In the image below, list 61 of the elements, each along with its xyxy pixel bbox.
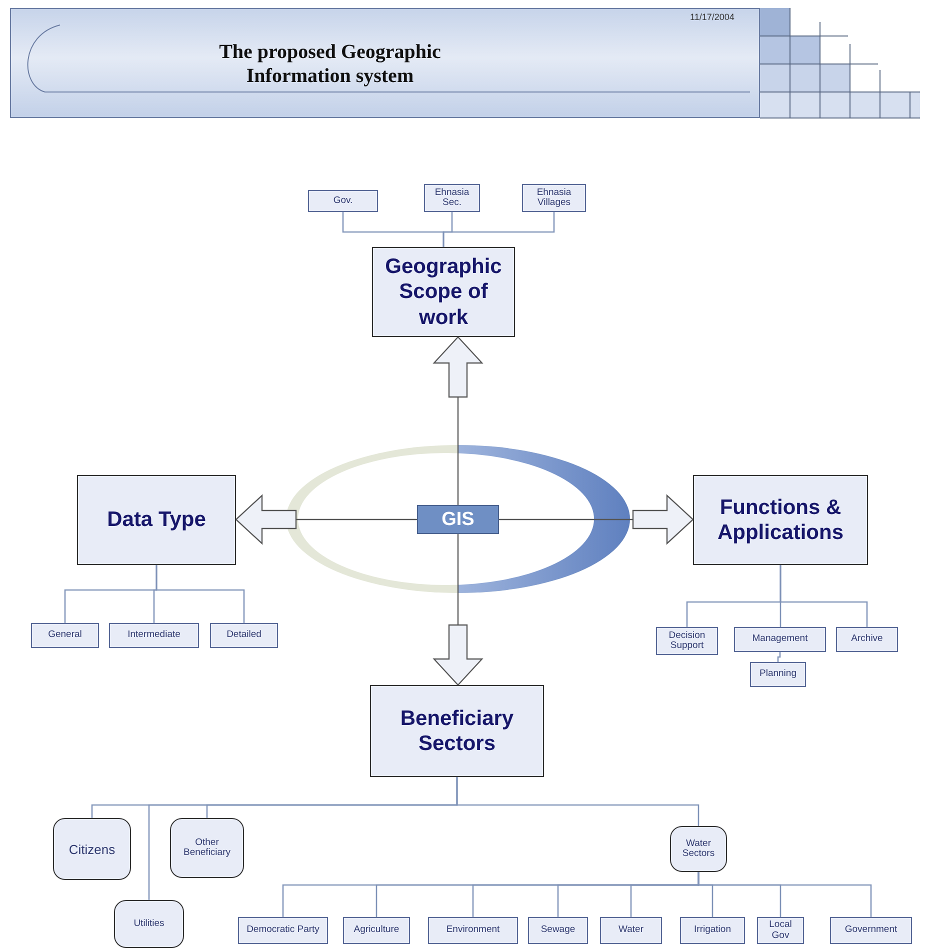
connector-line: [456, 777, 700, 826]
node-label: Water Sectors: [681, 838, 716, 860]
rounded-box: [170, 818, 244, 878]
connector-line: [156, 565, 245, 623]
hub-box: [417, 505, 499, 534]
rounded-box: [53, 818, 131, 880]
node-label: Ehnasia Sec.: [434, 188, 470, 208]
item-box: [750, 662, 806, 687]
banner-title: The proposed Geographic Information system: [218, 40, 442, 88]
node-label: Irrigation: [694, 925, 731, 936]
node-label: Decision Support: [668, 630, 706, 652]
item-box: [656, 627, 718, 655]
node-label: Planning: [760, 669, 796, 680]
node-label: Ehnasia Villages: [536, 188, 572, 208]
item-box: [210, 623, 278, 648]
node-label: Geographic Scope of work: [384, 254, 503, 330]
item-box: [680, 917, 745, 944]
item-box: [528, 917, 588, 944]
node-label: Democratic Party: [246, 925, 320, 936]
node-label: Local Gov: [768, 920, 793, 941]
node-label: Management: [752, 634, 808, 645]
node-label: Intermediate: [128, 630, 180, 641]
topic-box: [370, 685, 544, 777]
item-box: [428, 917, 518, 944]
item-box: [109, 623, 199, 648]
node-label: Other Beneficiary: [182, 838, 232, 858]
node-label: Utilities: [134, 918, 164, 930]
node-label: Data Type: [107, 507, 206, 533]
rounded-box: [670, 826, 727, 872]
item-box: [522, 184, 586, 212]
item-box: [600, 917, 662, 944]
node-label: Archive: [851, 634, 883, 645]
connector-line: [777, 652, 781, 662]
topic-box: [77, 475, 236, 565]
item-box: [308, 190, 378, 212]
node-label: Beneficiary Sectors: [399, 706, 515, 756]
node-label: Gov.: [333, 196, 353, 206]
node-label: General: [48, 630, 82, 641]
node-label: Detailed: [226, 630, 262, 641]
item-box: [757, 917, 804, 944]
item-box: [734, 627, 826, 652]
node-label: Government: [844, 925, 898, 936]
node-label: GIS: [442, 508, 474, 530]
item-box: [31, 623, 99, 648]
item-box: [343, 917, 410, 944]
topic-box: [372, 247, 515, 337]
item-box: [830, 917, 912, 944]
rounded-box: [114, 900, 184, 948]
node-label: Water: [618, 925, 644, 936]
item-box: [238, 917, 328, 944]
node-label: Functions & Applications: [716, 494, 844, 546]
connector-line: [442, 212, 555, 247]
node-label: Sewage: [540, 925, 576, 936]
node-label: Citizens: [68, 842, 116, 856]
item-box: [424, 184, 480, 212]
topic-box: [693, 475, 868, 565]
connector-line: [780, 565, 868, 627]
date-text: 11/17/2004: [690, 12, 734, 22]
node-label: Environment: [446, 925, 500, 936]
item-box: [836, 627, 898, 652]
node-label: Agriculture: [354, 925, 400, 936]
